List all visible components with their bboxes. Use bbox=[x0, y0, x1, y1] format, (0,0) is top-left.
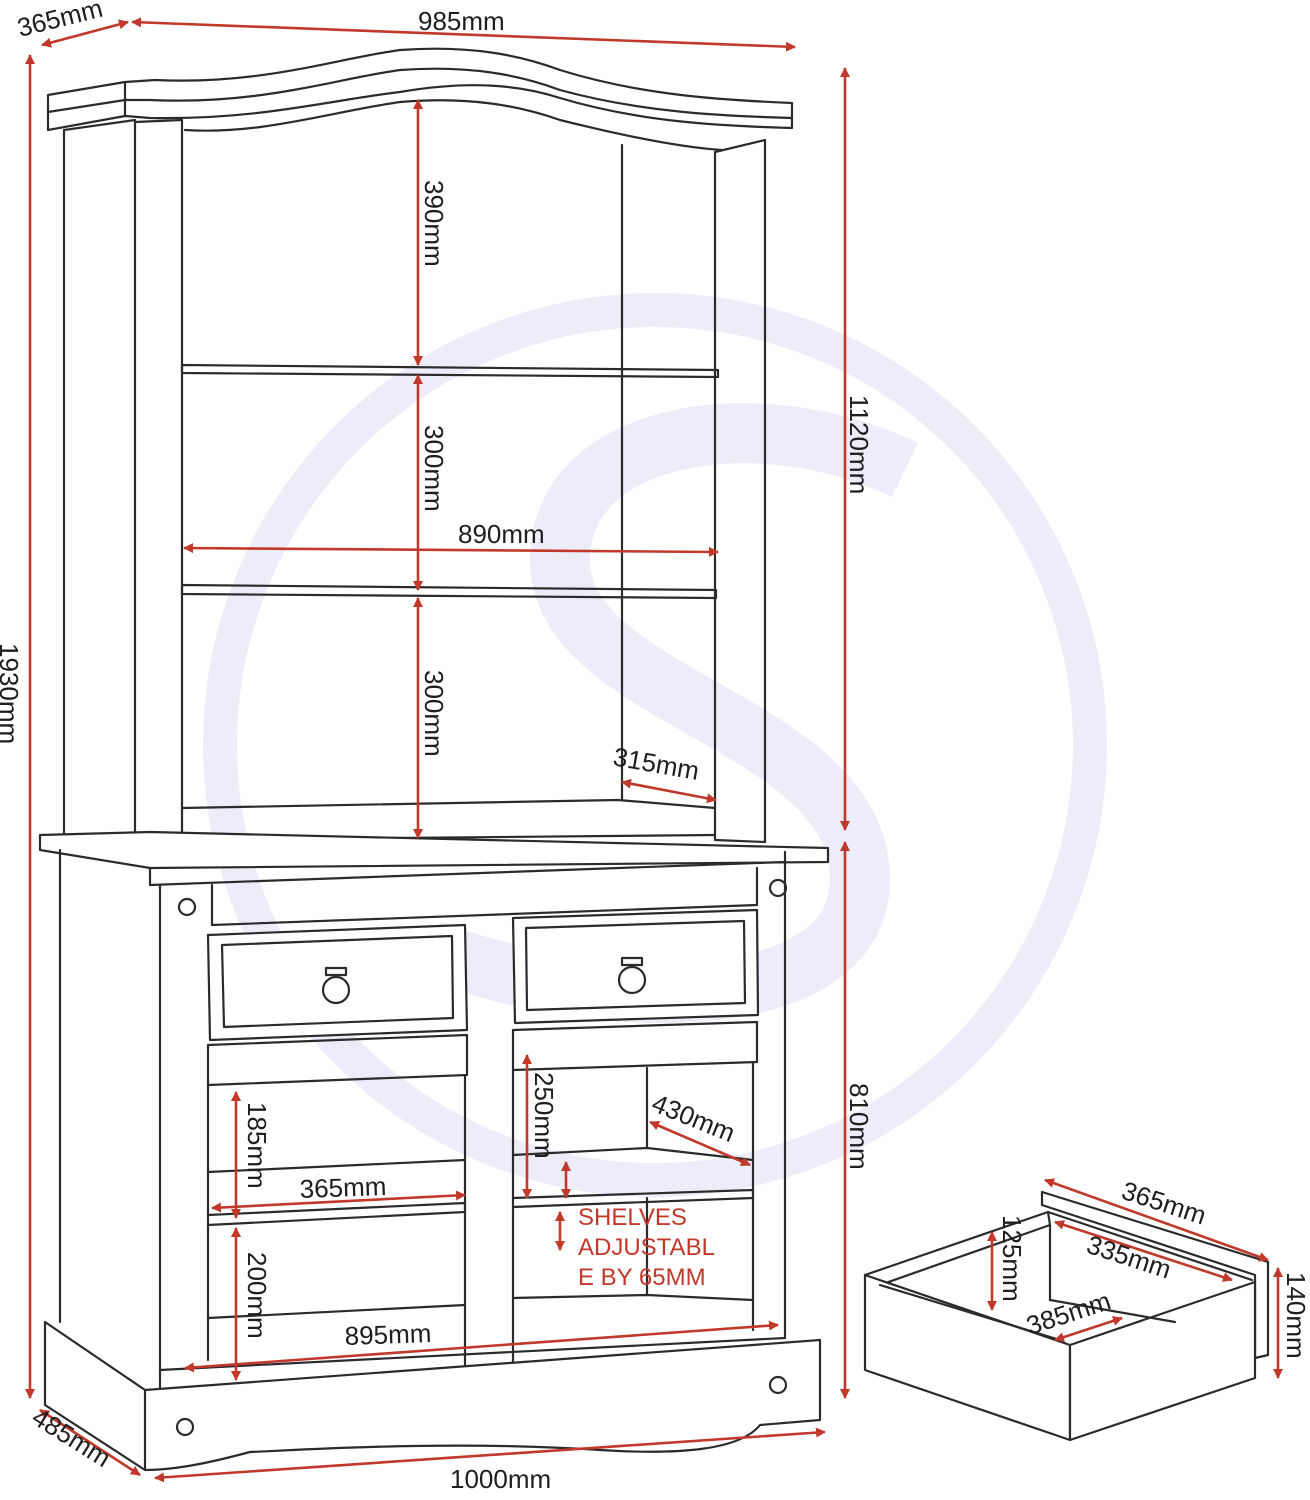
base-cabinet-drawing bbox=[38, 830, 830, 1472]
label-left-upper: 185mm bbox=[242, 1102, 272, 1189]
label-drawer-inner-depth: 385mm bbox=[1023, 1285, 1115, 1340]
label-hutch-depth: 315mm bbox=[611, 741, 702, 786]
label-hutch-height: 1120mm bbox=[844, 395, 874, 494]
hutch-drawing bbox=[46, 47, 794, 860]
note-shelves-line1: SHELVES bbox=[578, 1204, 687, 1231]
dimension-arrows bbox=[25, 17, 1283, 1483]
label-total-height: 1930mm bbox=[0, 643, 24, 744]
label-top-depth: 365mm bbox=[14, 0, 105, 43]
note-shelves-line2: ADJUSTABL bbox=[578, 1234, 715, 1261]
label-shelf3-height: 300mm bbox=[419, 670, 449, 757]
label-drawer-height: 140mm bbox=[1281, 1272, 1310, 1359]
left-drawer-ring-handle-icon bbox=[321, 966, 351, 1005]
hutch-cornice bbox=[46, 47, 794, 132]
label-top-width: 985mm bbox=[418, 6, 505, 36]
label-inner-width: 890mm bbox=[458, 519, 545, 549]
plinth bbox=[43, 1320, 822, 1472]
label-left-width: 365mm bbox=[299, 1171, 387, 1204]
label-right-depth: 430mm bbox=[648, 1088, 740, 1148]
watermark-logo-icon bbox=[203, 293, 1107, 1197]
left-drawer bbox=[206, 923, 469, 1042]
drawer-detail-drawing bbox=[863, 1190, 1270, 1442]
label-shelf1-height: 390mm bbox=[419, 180, 449, 267]
right-drawer-ring-handle-icon bbox=[617, 956, 647, 995]
label-shelf2-height: 300mm bbox=[419, 425, 449, 512]
label-right-height: 250mm bbox=[529, 1072, 559, 1159]
label-base-inner-width: 895mm bbox=[344, 1318, 432, 1351]
label-base-width: 1000mm bbox=[450, 1464, 551, 1494]
note-shelves-line3: E BY 65MM bbox=[578, 1264, 706, 1291]
label-base-height: 810mm bbox=[844, 1083, 874, 1170]
label-left-lower: 200mm bbox=[242, 1252, 272, 1339]
label-drawer-inner-height: 125mm bbox=[997, 1215, 1027, 1302]
